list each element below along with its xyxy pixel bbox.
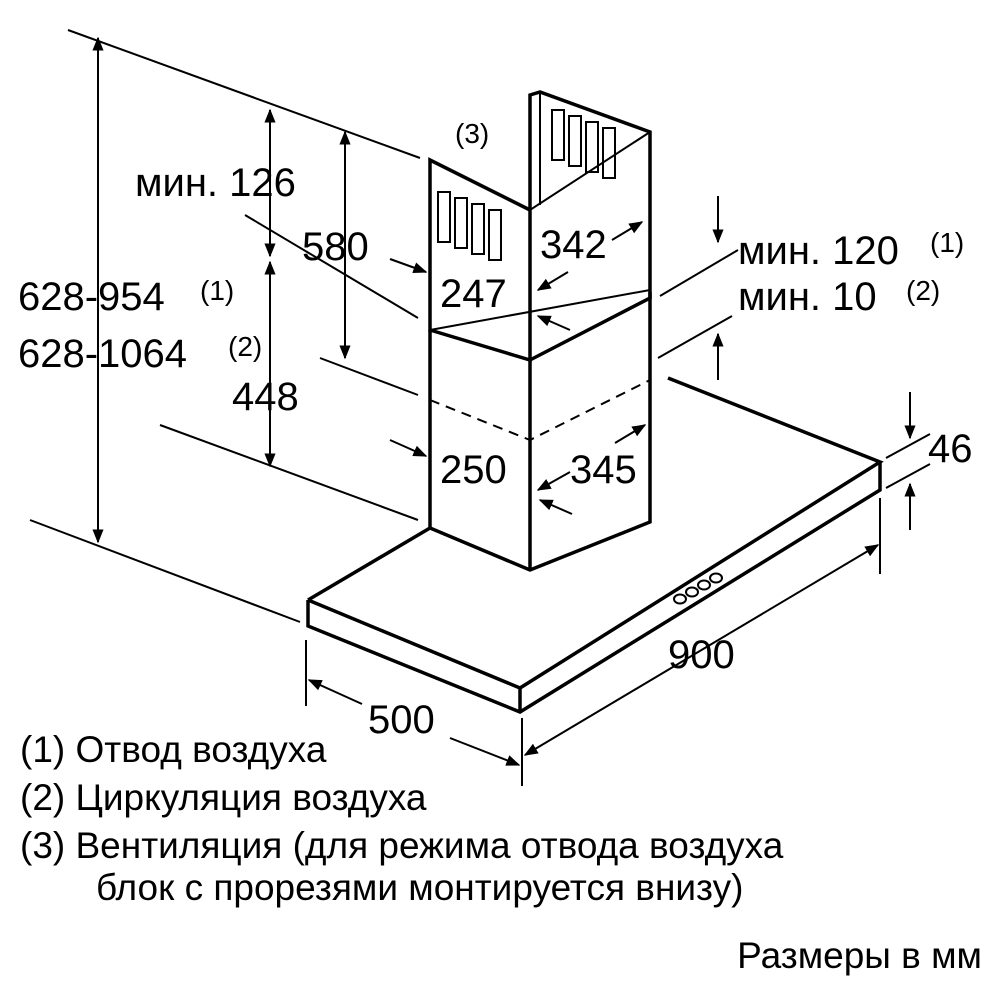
label-min-10: мин. 10 bbox=[738, 275, 877, 319]
label-vent-ref: (3) bbox=[455, 118, 489, 149]
label-total-1-ref: (1) bbox=[200, 275, 234, 306]
vent-slots-back bbox=[551, 109, 616, 179]
legend-line-2: (2) Циркуляция воздуха bbox=[20, 777, 427, 818]
legend-line-1: (1) Отвод воздуха bbox=[20, 729, 327, 770]
label-580: 580 bbox=[302, 225, 369, 269]
label-total-2: 628-1064 bbox=[18, 332, 187, 376]
legend-line-4: блок с прорезями монтируется внизу) bbox=[96, 867, 743, 908]
label-900: 900 bbox=[668, 633, 735, 677]
label-min-126: мин. 126 bbox=[135, 161, 296, 205]
label-min-10-ref: (2) bbox=[906, 275, 940, 306]
upper-chimney bbox=[428, 90, 652, 363]
label-500: 500 bbox=[368, 698, 435, 742]
dimension-arrows bbox=[92, 36, 931, 786]
dimension-labels: (3) мин. 126 580 342 247 628-954 (1) 628… bbox=[18, 118, 973, 742]
legend: (1) Отвод воздуха (2) Циркуляция воздуха… bbox=[20, 729, 784, 908]
vent-slots-left bbox=[437, 191, 502, 261]
label-247: 247 bbox=[440, 272, 507, 316]
units-note: Размеры в мм bbox=[737, 935, 982, 976]
wall-reference-lines bbox=[29, 29, 421, 623]
label-250: 250 bbox=[440, 448, 507, 492]
label-342: 342 bbox=[540, 223, 607, 267]
lower-chimney bbox=[428, 292, 652, 572]
label-448: 448 bbox=[232, 375, 299, 419]
label-total-2-ref: (2) bbox=[228, 331, 262, 362]
label-min-120-ref: (1) bbox=[930, 227, 964, 258]
legend-line-3: (3) Вентиляция (для режима отвода воздух… bbox=[20, 825, 784, 866]
label-46: 46 bbox=[928, 427, 973, 471]
label-345: 345 bbox=[570, 448, 637, 492]
label-total-1: 628-954 bbox=[18, 275, 165, 319]
label-min-120: мин. 120 bbox=[738, 229, 899, 273]
